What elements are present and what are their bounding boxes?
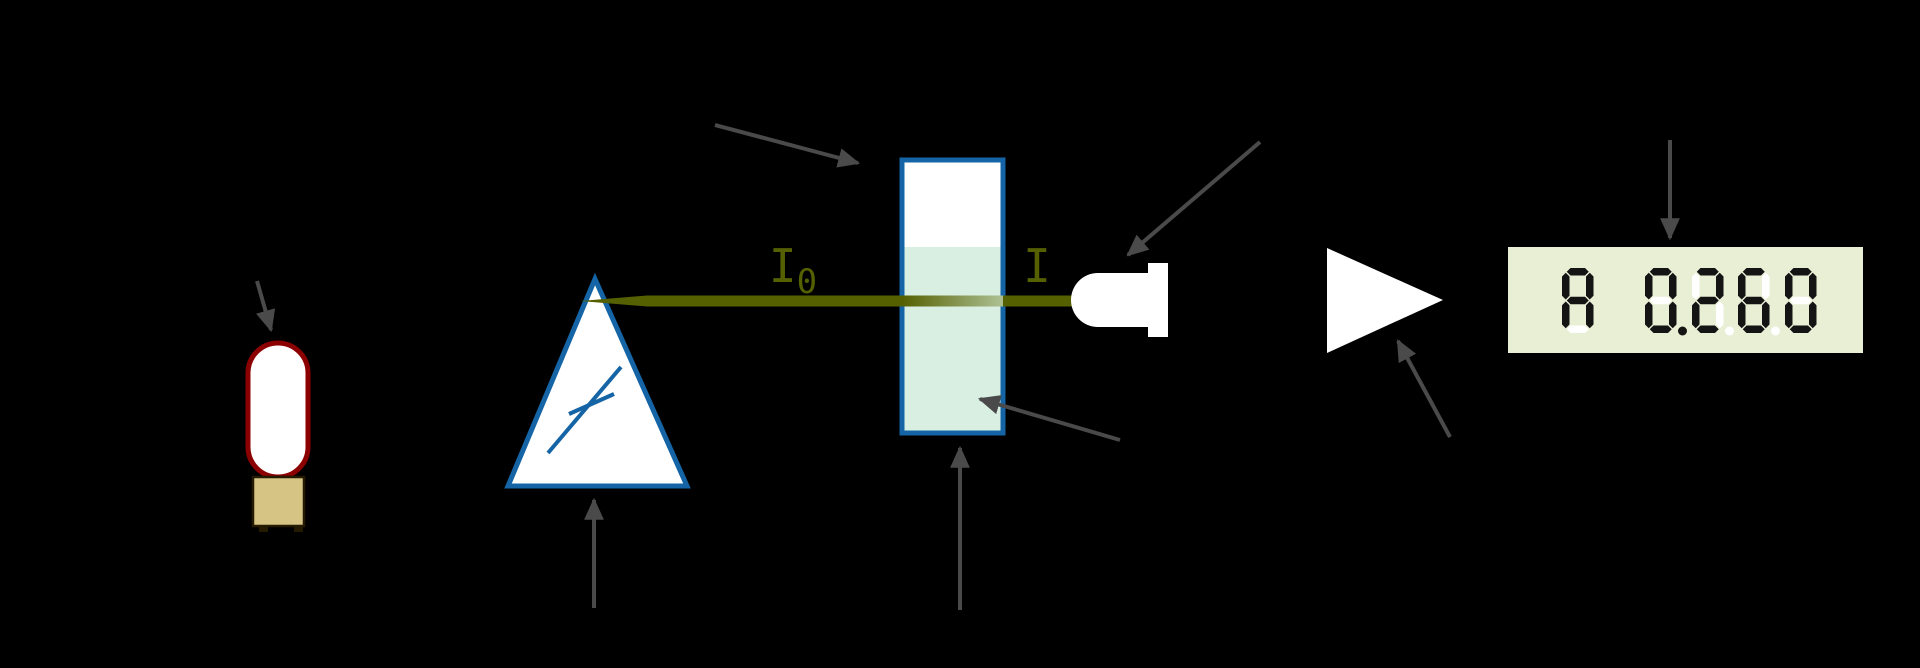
lcd-segment [1785, 272, 1793, 300]
amplifier-group [1327, 248, 1452, 438]
lcd-segment [1716, 272, 1724, 300]
lcd-segment [1738, 301, 1746, 329]
cuvette-top-arrow [714, 123, 861, 168]
amplifier-triangle [1327, 248, 1443, 353]
prism-shine-line-1 [546, 365, 623, 455]
lcd-segment [1789, 296, 1812, 305]
lcd-decimal-point [1771, 326, 1780, 336]
lcd-segment [1742, 296, 1765, 305]
lcd-segment [1566, 268, 1589, 276]
lcd-segment [1669, 301, 1677, 329]
lcd-digits [1562, 268, 1817, 336]
prism-body [504, 272, 691, 489]
lcd-segment [1669, 272, 1677, 300]
lcd-segment [1742, 325, 1765, 333]
lcd-segment [1738, 272, 1746, 300]
lcd-segment [1566, 296, 1589, 305]
amplifier-arrow [1396, 339, 1452, 438]
liquid-arrow [977, 395, 1121, 442]
display-group [1508, 140, 1863, 353]
lcd-segment [1762, 301, 1770, 329]
lcd-decimal-point [1725, 326, 1734, 336]
lcd-segment [1762, 272, 1770, 300]
lcd-segment [1716, 301, 1724, 329]
lcd-segment [1692, 301, 1700, 329]
detector-group [1071, 140, 1262, 337]
lcd-segment [1789, 325, 1812, 333]
lcd-segment [1562, 272, 1570, 300]
lcd-segment [1649, 296, 1672, 305]
lcd-segment [1809, 301, 1817, 329]
lcd-segment [1649, 268, 1672, 276]
detector-arrow [1126, 140, 1262, 257]
label-incident-intensity: I0 [769, 239, 817, 302]
lamp-pin-right [294, 526, 303, 532]
prism-group [504, 272, 691, 608]
lcd-segment [1645, 301, 1653, 329]
lcd-segment [1696, 296, 1719, 305]
lcd-segment [1696, 325, 1719, 333]
detector-body [1071, 273, 1148, 327]
lamp-bulb [245, 340, 311, 480]
label-transmitted-intensity: I [1023, 239, 1051, 293]
lamp-pin-left [259, 526, 268, 532]
lcd-segment [1742, 268, 1765, 276]
lamp-arrow [255, 280, 276, 333]
lcd-segment [1586, 301, 1594, 329]
lcd-segment [1692, 272, 1700, 300]
light-beam-group: I0 I [580, 239, 1075, 307]
lcd-segment [1696, 268, 1719, 276]
lcd-decimal-point [1678, 326, 1687, 336]
lcd-segment [1649, 325, 1672, 333]
lamp-base [251, 475, 306, 528]
lcd-segment [1809, 272, 1817, 300]
beam-in-cuvette [900, 295, 1003, 307]
prism-shine-line-2 [568, 392, 615, 416]
lcd-segment [1562, 301, 1570, 329]
lamp-group [245, 280, 311, 532]
lcd-segment [1566, 325, 1589, 333]
beam-incident [580, 295, 902, 307]
lcd-segment [1789, 268, 1812, 276]
lcd-segment [1785, 301, 1793, 329]
beam-transmitted [1003, 295, 1075, 307]
cuvette-liquid [904, 247, 1001, 431]
detector-flange [1148, 263, 1168, 337]
lcd-segment [1586, 272, 1594, 300]
lcd-segment [1645, 272, 1653, 300]
